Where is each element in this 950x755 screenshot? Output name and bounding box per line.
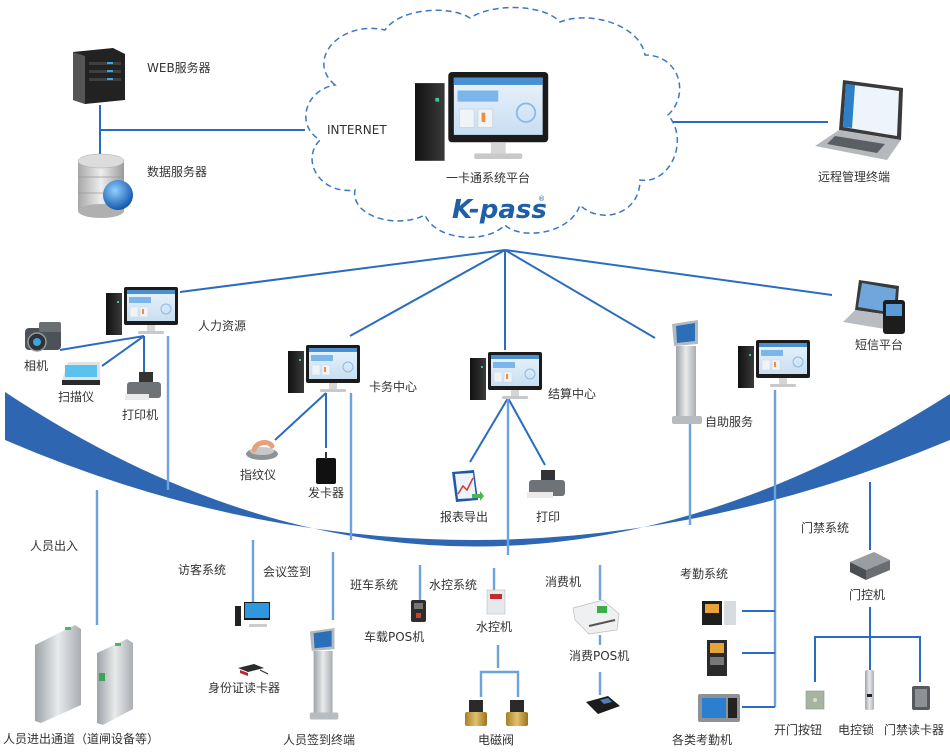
web-server-label: WEB服务器 <box>147 60 211 75</box>
spoke-sms <box>504 249 833 296</box>
door-card-reader-label: 门禁读卡器 <box>884 722 944 737</box>
solenoid-valve-icon <box>506 700 528 726</box>
door-sub-branches <box>814 636 921 682</box>
vehicle-pos-icon <box>411 600 426 622</box>
fingerprint-reader-icon <box>246 440 278 460</box>
scanner-label: 扫描仪 <box>58 390 94 404</box>
database-server-label: 数据服务器 <box>147 164 207 179</box>
water-controller-label: 水控机 <box>476 620 512 634</box>
sms-platform-label: 短信平台 <box>855 337 903 352</box>
printer-icon <box>125 372 161 400</box>
exit-button-icon <box>805 690 825 710</box>
electric-lock-icon <box>865 670 874 710</box>
camera-label: 相机 <box>24 359 48 373</box>
turnstile-gate-icon <box>35 625 133 725</box>
door-label: 门禁系统 <box>801 520 849 535</box>
self-service-label: 自助服务 <box>705 414 753 429</box>
hr-scanner-link <box>101 335 145 367</box>
water-controller-icon <box>486 589 506 615</box>
meeting-device-label: 人员签到终端 <box>283 732 355 747</box>
hr-computer-icon[interactable] <box>105 286 179 336</box>
settlement-computer-icon[interactable] <box>469 351 543 401</box>
network-label-cn: TCP/IP 网络 <box>367 547 449 565</box>
settlement-print-link <box>507 397 546 466</box>
settlement-report-link <box>469 397 509 463</box>
web-server-icon <box>73 48 125 104</box>
shuttle-label: 班车系统 <box>350 577 398 592</box>
platform-title: 一卡通系统平台 <box>446 170 530 185</box>
vehicle-pos-label: 车载POS机 <box>364 629 424 644</box>
spoke-hr <box>179 249 506 293</box>
tcpip-network-band <box>5 392 950 547</box>
attendance-computer-icon[interactable] <box>737 339 811 389</box>
consumption-pos-icon <box>572 599 620 635</box>
printer-label: 打印机 <box>122 408 158 422</box>
report-export-label: 报表导出 <box>440 509 488 524</box>
hr-camera-link <box>59 335 145 351</box>
id-card-reader-label: 身份证读卡器 <box>208 680 280 695</box>
solenoid-valve-icon <box>465 700 487 726</box>
meeting-label: 会议签到 <box>263 564 311 579</box>
consumption-pos-label: 消费POS机 <box>569 649 629 663</box>
fingerprint-reader-label: 指纹仪 <box>240 467 276 482</box>
card-issuer-icon <box>316 452 336 484</box>
handheld-pos-icon <box>586 696 620 714</box>
internet-label: INTERNET <box>327 123 387 137</box>
spoke-self-service <box>504 249 656 339</box>
consumption-label: 消费机 <box>545 575 581 589</box>
settlement-label: 结算中心 <box>548 386 596 401</box>
attendance-terminal-icon <box>702 601 736 625</box>
report-export-icon <box>452 470 484 502</box>
remote-terminal-label: 远程管理终端 <box>818 169 890 184</box>
access-entry-label: 人员出入 <box>30 539 78 553</box>
solenoid-valve-label: 电磁阀 <box>478 732 514 747</box>
camera-icon <box>25 322 61 352</box>
electric-lock-label: 电控锁 <box>838 722 874 737</box>
scanner-icon <box>62 362 100 385</box>
self-service-kiosk-icon[interactable] <box>672 320 702 424</box>
door-controller-icon <box>850 552 890 580</box>
water-valve-branches <box>479 670 520 697</box>
sign-in-kiosk-icon[interactable] <box>309 628 339 720</box>
door-controller-label: 门控机 <box>849 587 885 602</box>
hr-label: 人力资源 <box>198 319 246 333</box>
attendance-terminal-icon <box>698 694 740 722</box>
id-card-reader-icon <box>238 664 269 676</box>
brand-name: K-pass <box>452 195 547 225</box>
laptop-icon <box>815 80 903 160</box>
spoke-card-center <box>349 249 506 337</box>
database-server-icon <box>77 153 133 218</box>
attendance-terminal-icon <box>707 640 727 676</box>
water-label: 水控系统 <box>429 578 477 592</box>
trunk-lines <box>95 336 921 708</box>
printer-icon <box>527 470 565 498</box>
attendance-device-label: 各类考勤机 <box>672 732 732 747</box>
card-center-computer-icon[interactable] <box>287 344 361 394</box>
exit-button-label: 开门按钮 <box>774 722 822 737</box>
door-card-reader-icon <box>912 686 930 710</box>
card-issuer-label: 发卡器 <box>308 485 344 500</box>
card-center-label: 卡务中心 <box>369 379 417 394</box>
visitor-computer-icon[interactable] <box>235 602 270 627</box>
attendance-label: 考勤系统 <box>680 567 728 581</box>
brand-registered-mark: ® <box>538 195 545 203</box>
visitor-label: 访客系统 <box>178 562 226 577</box>
upper-wiring <box>59 105 833 466</box>
network-label-en: TCP/IP Network <box>488 547 603 565</box>
kpass-logo[interactable]: K-pass ® <box>452 195 547 225</box>
globe-icon <box>103 180 133 210</box>
access-entry-device-label: 人员进出通道（道闸设备等） <box>3 732 159 746</box>
card-fingerprint-link <box>274 392 327 441</box>
sms-platform-icon <box>843 280 905 334</box>
print-label: 打印 <box>536 510 560 524</box>
